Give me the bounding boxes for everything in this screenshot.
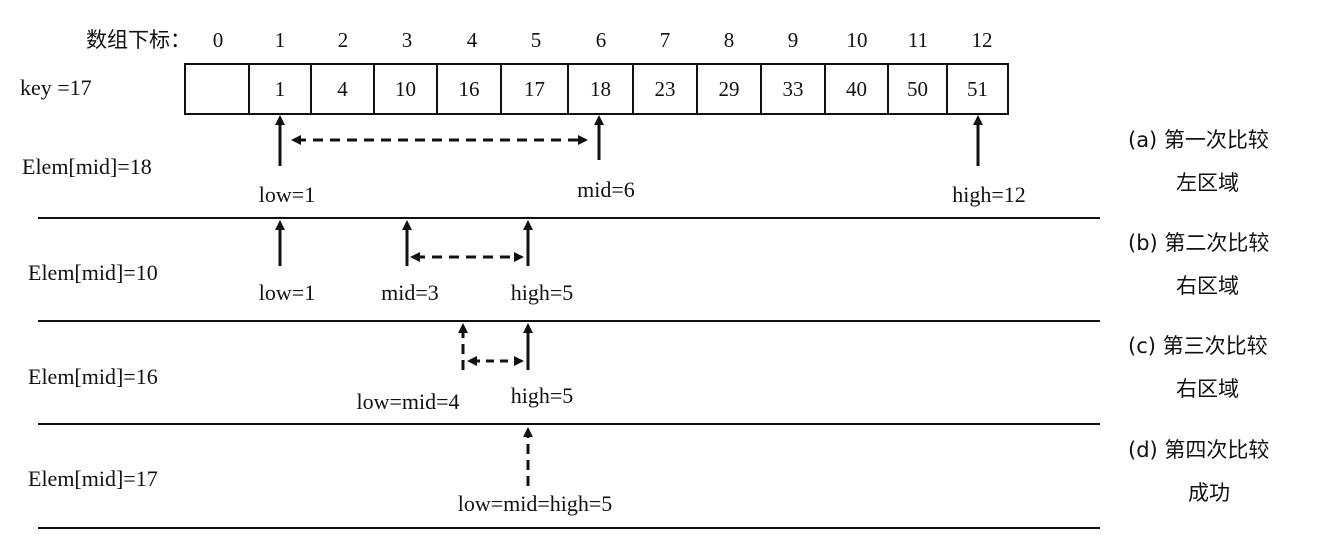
row-c-caption-region: 右区域: [1176, 377, 1239, 401]
index-5: 5: [530, 28, 542, 52]
row-c-caption: (c) 第三次比较: [1128, 334, 1268, 358]
array-value-8: 29: [718, 77, 740, 101]
row-c-arrows: [458, 323, 533, 370]
array-cell-12: [946, 63, 1009, 115]
row-separators: [38, 217, 1100, 529]
array-value-5: 17: [524, 77, 545, 101]
array-cell-0: [184, 63, 250, 115]
row-b-caption-region: 右区域: [1176, 274, 1239, 298]
row-a-caption-region: 左区域: [1176, 171, 1239, 195]
index-row-label: 数组下标：: [86, 28, 191, 52]
row-c-high-label: high=5: [510, 383, 574, 408]
index-8: 8: [723, 28, 735, 52]
row-b-elem-label: Elem[mid]=10: [28, 260, 158, 285]
index-1: 1: [274, 28, 286, 52]
index-0: 0: [212, 28, 224, 52]
row-b-mid-label: mid=3: [381, 280, 439, 305]
array-value-4: 16: [458, 77, 480, 101]
row-b-caption: (b) 第二次比较: [1128, 231, 1270, 255]
row-b-high-label: high=5: [510, 280, 574, 305]
row-d-caption: (d) 第四次比较: [1128, 438, 1270, 462]
index-2: 2: [337, 28, 349, 52]
array-value-2: 4: [337, 77, 348, 101]
row-a-arrows: [275, 115, 983, 166]
row-d-all-label: low=mid=high=5: [457, 491, 613, 516]
array-value-9: 33: [782, 77, 804, 101]
key-label: key =17: [20, 75, 92, 100]
array-value-11: 50: [907, 77, 928, 101]
array-value-7: 23: [654, 77, 676, 101]
row-c-elem-label: Elem[mid]=16: [28, 364, 158, 389]
row-b-arrows: [275, 220, 533, 266]
row-c-lowmid-label: low=mid=4: [356, 389, 460, 414]
array-value-3: 10: [395, 77, 416, 101]
index-4: 4: [466, 28, 478, 52]
index-7: 7: [659, 28, 671, 52]
index-12: 12: [971, 28, 993, 52]
index-9: 9: [787, 28, 799, 52]
index-10: 10: [846, 28, 868, 52]
row-a-low-label: low=1: [258, 182, 316, 207]
array-value-12: 51: [967, 77, 988, 101]
row-a-caption: (a) 第一次比较: [1128, 128, 1269, 152]
array-value-10: 40: [846, 77, 867, 101]
array-value-6: 18: [590, 77, 611, 101]
row-a-high-label: high=12: [952, 182, 1026, 207]
index-6: 6: [595, 28, 607, 52]
row-a-mid-label: mid=6: [577, 177, 635, 202]
row-b-low-label: low=1: [258, 280, 316, 305]
index-3: 3: [401, 28, 413, 52]
array-value-1: 1: [274, 77, 286, 101]
index-11: 11: [907, 28, 929, 52]
row-d-caption-result: 成功: [1188, 481, 1230, 505]
row-d-elem-label: Elem[mid]=17: [28, 466, 158, 491]
row-a-elem-label: Elem[mid]=18: [22, 154, 152, 179]
array-cells: [184, 63, 1009, 115]
